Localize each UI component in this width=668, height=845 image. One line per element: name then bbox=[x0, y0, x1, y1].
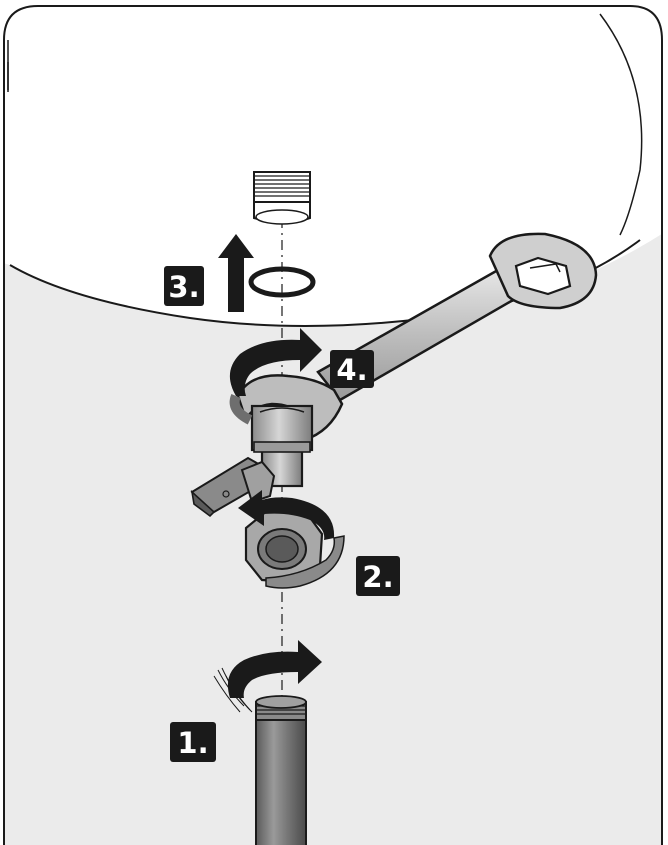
step-4-badge: 4. bbox=[330, 350, 374, 388]
tank-threaded-nipple bbox=[254, 172, 310, 224]
step-4-label: 4. bbox=[336, 353, 367, 387]
step-1-label: 1. bbox=[177, 726, 208, 760]
step-2-badge: 2. bbox=[356, 556, 400, 596]
step-1-badge: 1. bbox=[170, 722, 216, 762]
step-3-label: 3. bbox=[168, 270, 199, 304]
supply-pipe bbox=[256, 696, 306, 845]
step-3-badge: 3. bbox=[164, 266, 204, 306]
step-2-label: 2. bbox=[362, 560, 393, 594]
